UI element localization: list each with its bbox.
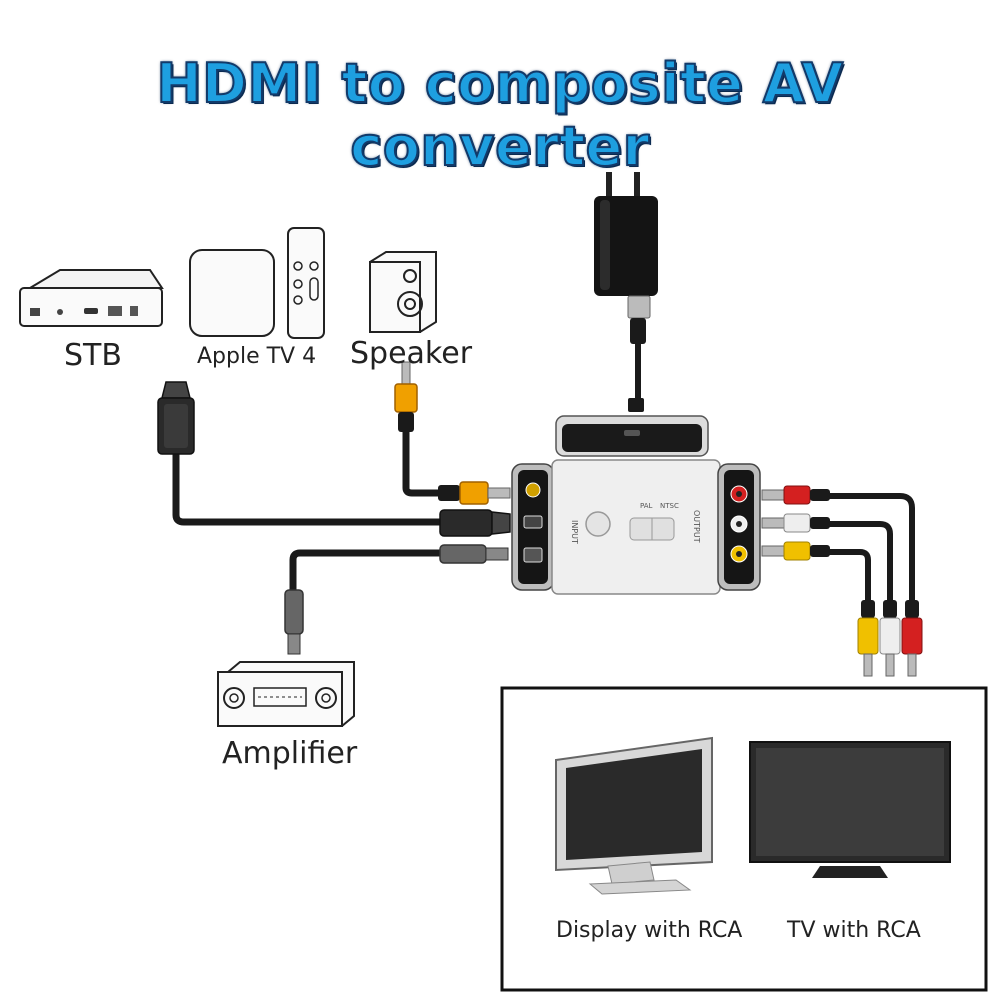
optical-plug-converter	[439, 544, 509, 564]
usb-plug-converter	[628, 398, 644, 412]
hdmi-cable	[172, 448, 449, 526]
display-label: Display with RCA	[556, 918, 743, 943]
optical-plug-amplifier	[284, 589, 304, 655]
amplifier-device	[217, 661, 355, 727]
stb-label: STB	[64, 338, 122, 373]
rca-vertical-plugs	[857, 600, 923, 677]
monitor-display	[555, 736, 713, 895]
speaker-rca-cable	[402, 426, 444, 497]
speaker-rca-plug-converter	[438, 481, 511, 505]
rca-output-plugs	[761, 485, 830, 561]
apple-tv-device	[189, 227, 325, 339]
converter-output-label: OUTPUT	[692, 510, 701, 543]
converter-input-label: INPUT	[570, 520, 579, 544]
tv-display	[749, 741, 951, 878]
rca-red-cable	[828, 493, 915, 605]
tv-label: TV with RCA	[787, 918, 921, 943]
converter-ntsc-label: NTSC	[660, 502, 679, 510]
converter-box	[511, 415, 761, 595]
speaker-rca-plug	[394, 361, 418, 432]
diagram-title: HDMI to composite AV converter	[155, 51, 844, 179]
speaker-label: Speaker	[350, 336, 473, 371]
rca-white-cable	[828, 521, 893, 605]
stb-device	[19, 269, 164, 327]
hdmi-plug	[157, 381, 195, 455]
amplifier-label: Amplifier	[222, 736, 358, 771]
power-adapter	[594, 172, 658, 344]
hdmi-plug-converter	[439, 509, 511, 537]
optical-cable	[289, 549, 449, 594]
rca-yellow-cable	[828, 549, 871, 605]
speaker-device	[369, 251, 437, 333]
converter-pal-label: PAL	[640, 502, 653, 510]
apple-tv-label: Apple TV 4	[197, 344, 317, 369]
